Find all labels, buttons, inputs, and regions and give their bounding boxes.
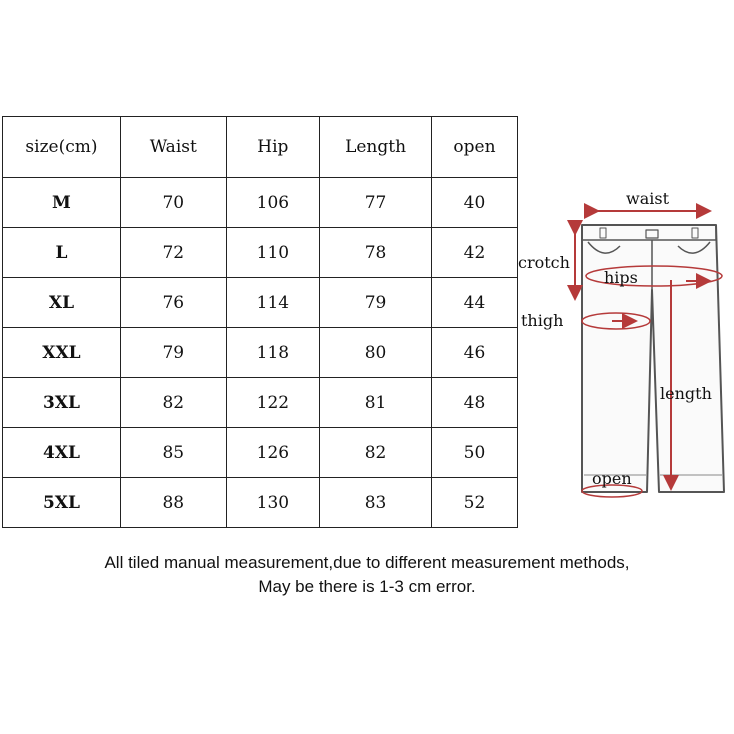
hip-cell: 130: [225, 477, 321, 528]
size-cell: L: [2, 227, 121, 278]
open-cell: 46: [430, 327, 519, 378]
waist-cell: 85: [119, 427, 227, 478]
size-cell: 4XL: [2, 427, 121, 478]
hip-cell: 106: [225, 177, 321, 228]
open-cell: 40: [430, 177, 519, 228]
size-chart-table: size(cm) Waist Hip Length open M 70 106 …: [2, 116, 519, 528]
length-label: length: [660, 384, 712, 403]
open-cell: 50: [430, 427, 519, 478]
length-cell: 78: [319, 227, 432, 278]
open-cell: 44: [430, 277, 519, 328]
length-cell: 80: [319, 327, 432, 378]
length-cell: 77: [319, 177, 432, 228]
note-line-2: May be there is 1-3 cm error.: [258, 577, 476, 596]
open-cell: 48: [430, 377, 519, 428]
waist-cell: 79: [119, 327, 227, 378]
table-row: 5XL 88 130 83 52: [2, 477, 519, 528]
waist-cell: 76: [119, 277, 227, 328]
hips-label: hips: [604, 268, 638, 287]
header-length: Length: [319, 116, 432, 178]
size-cell: M: [2, 177, 121, 228]
hips-ellipse: [585, 265, 723, 287]
header-open: open: [430, 116, 519, 178]
open-cell: 42: [430, 227, 519, 278]
hip-cell: 126: [225, 427, 321, 478]
hip-cell: 122: [225, 377, 321, 428]
hip-cell: 118: [225, 327, 321, 378]
waist-cell: 70: [119, 177, 227, 228]
crotch-label: crotch: [518, 253, 570, 272]
table-row: 4XL 85 126 82 50: [2, 427, 519, 478]
waist-cell: 72: [119, 227, 227, 278]
open-cell: 52: [430, 477, 519, 528]
table-row: M 70 106 77 40: [2, 177, 519, 228]
length-cell: 82: [319, 427, 432, 478]
open-ellipse: [581, 484, 643, 498]
length-cell: 81: [319, 377, 432, 428]
measurement-arrows: [567, 203, 723, 498]
measurement-note: All tiled manual measurement,due to diff…: [0, 551, 734, 599]
table-row: 3XL 82 122 81 48: [2, 377, 519, 428]
header-hip: Hip: [225, 116, 321, 178]
hip-cell: 110: [225, 227, 321, 278]
length-cell: 83: [319, 477, 432, 528]
waist-cell: 88: [119, 477, 227, 528]
table-row: XXL 79 118 80 46: [2, 327, 519, 378]
header-size: size(cm): [2, 116, 121, 178]
thigh-label: thigh: [521, 311, 563, 330]
hip-cell: 114: [225, 277, 321, 328]
length-cell: 79: [319, 277, 432, 328]
table-row: L 72 110 78 42: [2, 227, 519, 278]
size-cell: 3XL: [2, 377, 121, 428]
size-cell: XXL: [2, 327, 121, 378]
size-cell: XL: [2, 277, 121, 328]
table-header-row: size(cm) Waist Hip Length open: [2, 116, 519, 178]
size-cell: 5XL: [2, 477, 121, 528]
waist-cell: 82: [119, 377, 227, 428]
header-waist: Waist: [119, 116, 227, 178]
open-label: open: [592, 469, 632, 488]
pants-outline-icon: [581, 224, 725, 493]
pants-measurement-diagram: waist crotch hips thigh length open: [518, 189, 725, 498]
thigh-ellipse: [581, 312, 651, 330]
note-line-1: All tiled manual measurement,due to diff…: [104, 553, 630, 572]
waist-label: waist: [626, 189, 670, 208]
table-row: XL 76 114 79 44: [2, 277, 519, 328]
